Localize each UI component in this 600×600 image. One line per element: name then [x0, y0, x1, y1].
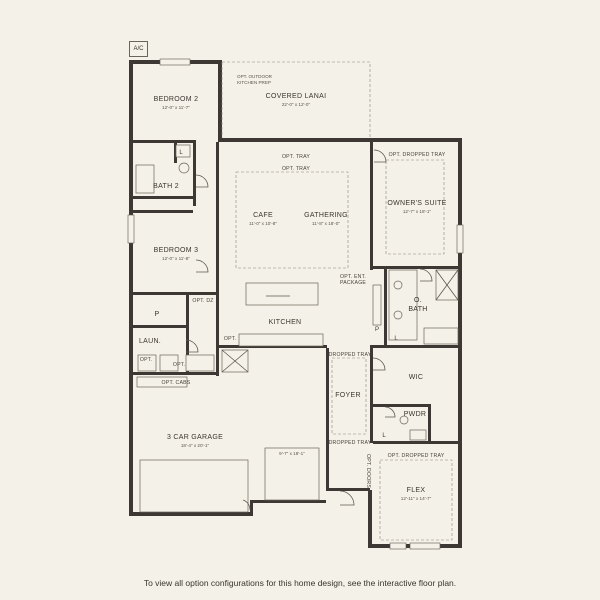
lanai-dim: 22'-0" x 12'-0" [282, 102, 311, 107]
opt-doors: OPT. DOORS [365, 454, 371, 488]
garage-dim-2: 9'-7" x 18'-1" [279, 451, 305, 456]
opt-dz: OPT. DZ [192, 298, 213, 304]
cafe-dim: 11'-0" x 10'-8" [249, 221, 277, 226]
owners-suite-dim: 12'-7" x 18'-1" [403, 209, 432, 214]
l-pwdr: L [382, 433, 386, 439]
flex-name: FLEX [407, 487, 426, 494]
garage-name: 3 CAR GARAGE [167, 434, 223, 441]
obath-line1: O. [414, 297, 422, 304]
opt-kitchen: OPT. [224, 336, 236, 342]
bedroom2-name: BEDROOM 2 [154, 96, 199, 103]
opt-dropped-tray-owner: OPT. DROPPED TRAY [389, 152, 446, 158]
obath-line2: BATH [408, 306, 427, 313]
windows [127, 58, 464, 550]
pantry-name: P [155, 311, 160, 318]
pwdr-name: PWDR [404, 411, 427, 418]
ac-unit-label: A/C [129, 41, 148, 57]
footer-note: To view all option configurations for th… [143, 578, 457, 588]
gathering-dim: 11'-8" x 18'-0" [312, 221, 340, 226]
bedroom2-dim: 12'-0" x 11'-7" [162, 105, 190, 110]
opt-laun-2: OPT. [173, 362, 185, 368]
kitchen-name: KITCHEN [269, 319, 302, 326]
laundry-name: LAUN. [139, 338, 161, 345]
dropped-tray-foyer: DROPPED TRAY [329, 352, 372, 358]
wic-name: WIC [409, 374, 424, 381]
lanai-name: COVERED LANAI [266, 93, 327, 100]
door-swings [185, 149, 433, 511]
foyer-name: FOYER [335, 392, 361, 399]
opt-ent-package-2: PACKAGE [340, 280, 366, 286]
kitchen-prep-line1: OPT. OUTDOOR [237, 74, 273, 79]
kitchen-prep-line2: KITCHEN PREP [237, 80, 271, 85]
bedroom3-name: BEDROOM 3 [154, 247, 199, 254]
gathering-name: GATHERING [304, 212, 348, 219]
garage-dim: 18'-4" x 20'-1" [181, 443, 210, 448]
owners-suite-name: OWNER'S SUITE [387, 200, 446, 207]
opt-dropped-tray-flex: OPT. DROPPED TRAY [388, 453, 445, 459]
opt-cabs: OPT. CABS [162, 380, 191, 386]
flex-dim: 12'-11" x 14'-7" [401, 496, 432, 501]
fixtures [135, 144, 459, 513]
bedroom3-dim: 12'-0" x 11'-8" [162, 256, 190, 261]
l-obath: L [394, 336, 398, 342]
opt-tray-2: OPT. TRAY [282, 166, 310, 172]
bath2-name: BATH 2 [153, 183, 179, 190]
interior-walls [133, 140, 460, 444]
opt-ent-package-1: OPT. ENT. [340, 274, 366, 280]
tray-ceilings [235, 159, 453, 541]
opt-tray-1: OPT. TRAY [282, 154, 310, 160]
opt-laun-1: OPT. [140, 357, 152, 363]
lanai-outline [221, 61, 371, 138]
l-bath2: L [179, 150, 183, 156]
cafe-name: CAFE [253, 212, 273, 219]
p-closet: P [375, 327, 379, 333]
dropped-tray-2: DROPPED TRAY [329, 440, 372, 446]
